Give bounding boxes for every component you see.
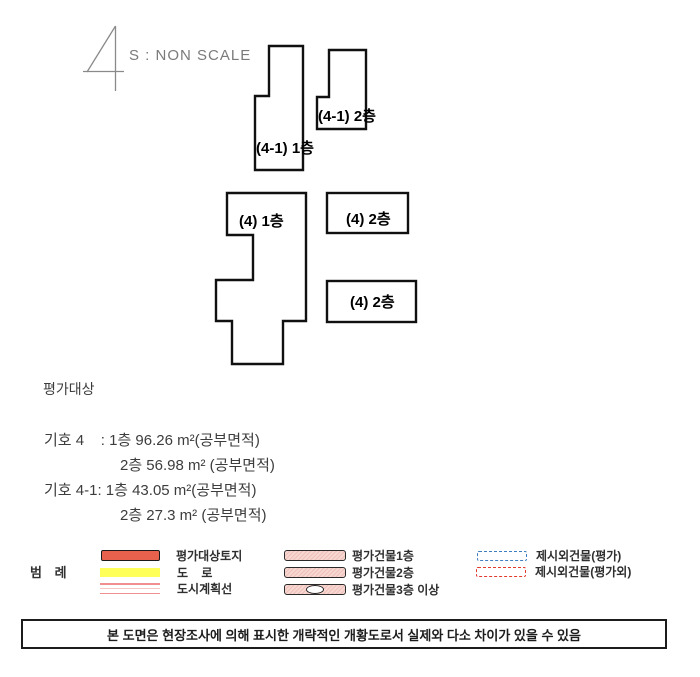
legend-label: 제시외건물(평가외): [535, 565, 632, 579]
extra-building-appraised-swatch: [477, 550, 527, 561]
building-outline-4-1f: [214, 191, 308, 366]
target-land-swatch: [101, 550, 160, 561]
building-label-4-1f: (4) 1층: [239, 213, 284, 230]
legend-label: 평가건물3층 이상: [352, 583, 440, 597]
legend-label: 도시계획선: [177, 582, 233, 596]
legend-label: 평가대상토지: [176, 549, 243, 563]
road-swatch: [100, 568, 160, 577]
area-line-symbol4-1-1f: 기호 4-1: 1층 43.05 m²(공부면적): [44, 482, 257, 499]
legend-item-road: 도 로: [100, 566, 213, 580]
scale-note: S : NON SCALE: [129, 47, 251, 64]
legend-item-extra-building-excluded: 제시외건물(평가외): [476, 565, 632, 579]
area-line-symbol4-2f: 2층 56.98 m² (공부면적): [120, 457, 275, 474]
city-planning-line-swatch: [100, 583, 160, 594]
legend-label: 평가건물1층: [352, 549, 414, 563]
disclaimer-box: 본 도면은 현장조사에 의해 표시한 개략적인 개황도로서 실제와 다소 차이가…: [21, 619, 667, 649]
legend-item-target-land: 평가대상토지: [101, 549, 243, 563]
building-label-4-1-2f: (4-1) 2층: [318, 108, 376, 125]
legend-label: 제시외건물(평가): [536, 549, 622, 563]
building-outline-4-1-2f: [315, 48, 368, 131]
legend-title: 범 례: [30, 565, 67, 580]
disclaimer-text: 본 도면은 현장조사에 의해 표시한 개략적인 개황도로서 실제와 다소 차이가…: [107, 627, 581, 643]
legend-item-building-1f: 평가건물1층: [284, 549, 414, 563]
extra-building-excluded-swatch: [476, 566, 526, 577]
building-outline-4-2f-a: [325, 191, 410, 235]
building-label-4-2f-b: (4) 2층: [350, 294, 395, 311]
legend-item-extra-building-appraised: 제시외건물(평가): [477, 549, 622, 563]
legend-item-city-planning-line: 도시계획선: [100, 582, 233, 596]
legend-item-building-2f: 평가건물2층: [284, 566, 414, 580]
area-line-symbol4-1f: 기호 4 : 1층 96.26 m²(공부면적): [44, 432, 260, 449]
building-label-4-2f-a: (4) 2층: [346, 211, 391, 228]
building-1f-swatch: [284, 550, 346, 561]
building-outline-4-1-1f: [253, 44, 305, 172]
oval-marker: [306, 585, 324, 594]
building-outline-4-2f-b: [325, 279, 418, 324]
building-label-4-1-1f: (4-1) 1층: [256, 140, 314, 157]
legend-label: 도 로: [177, 566, 213, 580]
legend-item-building-3f-plus: 평가건물3층 이상: [284, 583, 440, 597]
figure-4-mark: [83, 25, 124, 91]
building-2f-swatch: [284, 567, 346, 578]
building-3f-swatch: [284, 584, 346, 595]
section-title: 평가대상: [43, 381, 95, 397]
legend-label: 평가건물2층: [352, 566, 414, 580]
area-line-symbol4-1-2f: 2층 27.3 m² (공부면적): [120, 507, 267, 524]
